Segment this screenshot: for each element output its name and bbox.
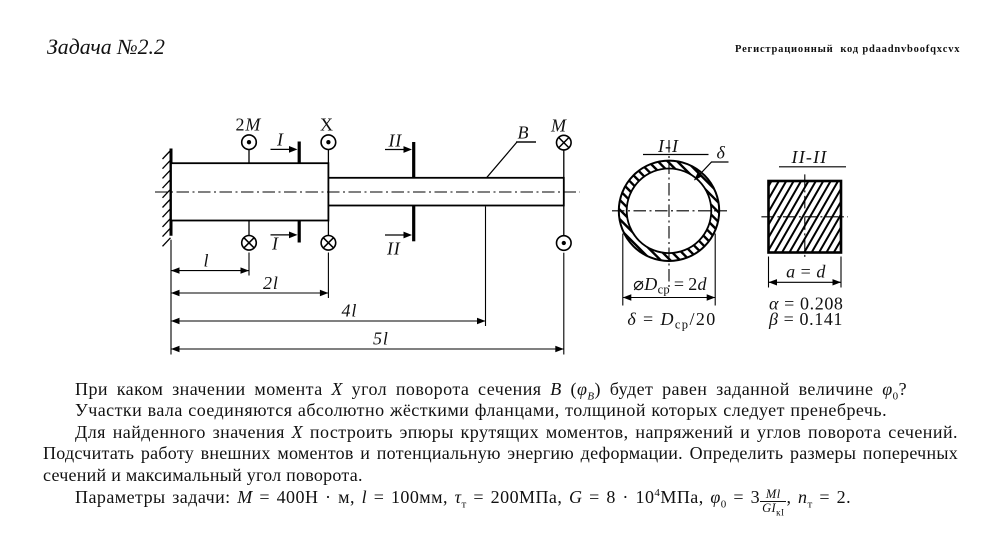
svg-text:l: l	[204, 251, 209, 271]
svg-text:5l: 5l	[373, 329, 389, 349]
svg-text:X: X	[320, 115, 333, 135]
svg-text:II: II	[388, 131, 403, 151]
svg-text:δ: δ	[717, 143, 726, 163]
svg-text:I: I	[276, 130, 284, 150]
svg-text:⌀Dcp = 2d: ⌀Dcp = 2d	[633, 274, 707, 297]
svg-text:II: II	[386, 239, 401, 259]
svg-text:M: M	[550, 116, 567, 136]
svg-text:δ = Dcp/20: δ = Dcp/20	[627, 309, 716, 332]
svg-text:2l: 2l	[263, 273, 279, 293]
svg-text:B: B	[518, 123, 529, 143]
svg-text:β = 0.141: β = 0.141	[768, 309, 843, 329]
svg-text:I-I: I-I	[657, 136, 679, 156]
svg-text:II-II: II-II	[791, 147, 828, 167]
svg-text:4l: 4l	[342, 301, 358, 321]
svg-text:I: I	[271, 234, 279, 254]
svg-text:α = 0.208: α = 0.208	[769, 294, 844, 314]
svg-text:a = d: a = d	[786, 262, 826, 282]
svg-text:2M: 2M	[236, 115, 262, 135]
